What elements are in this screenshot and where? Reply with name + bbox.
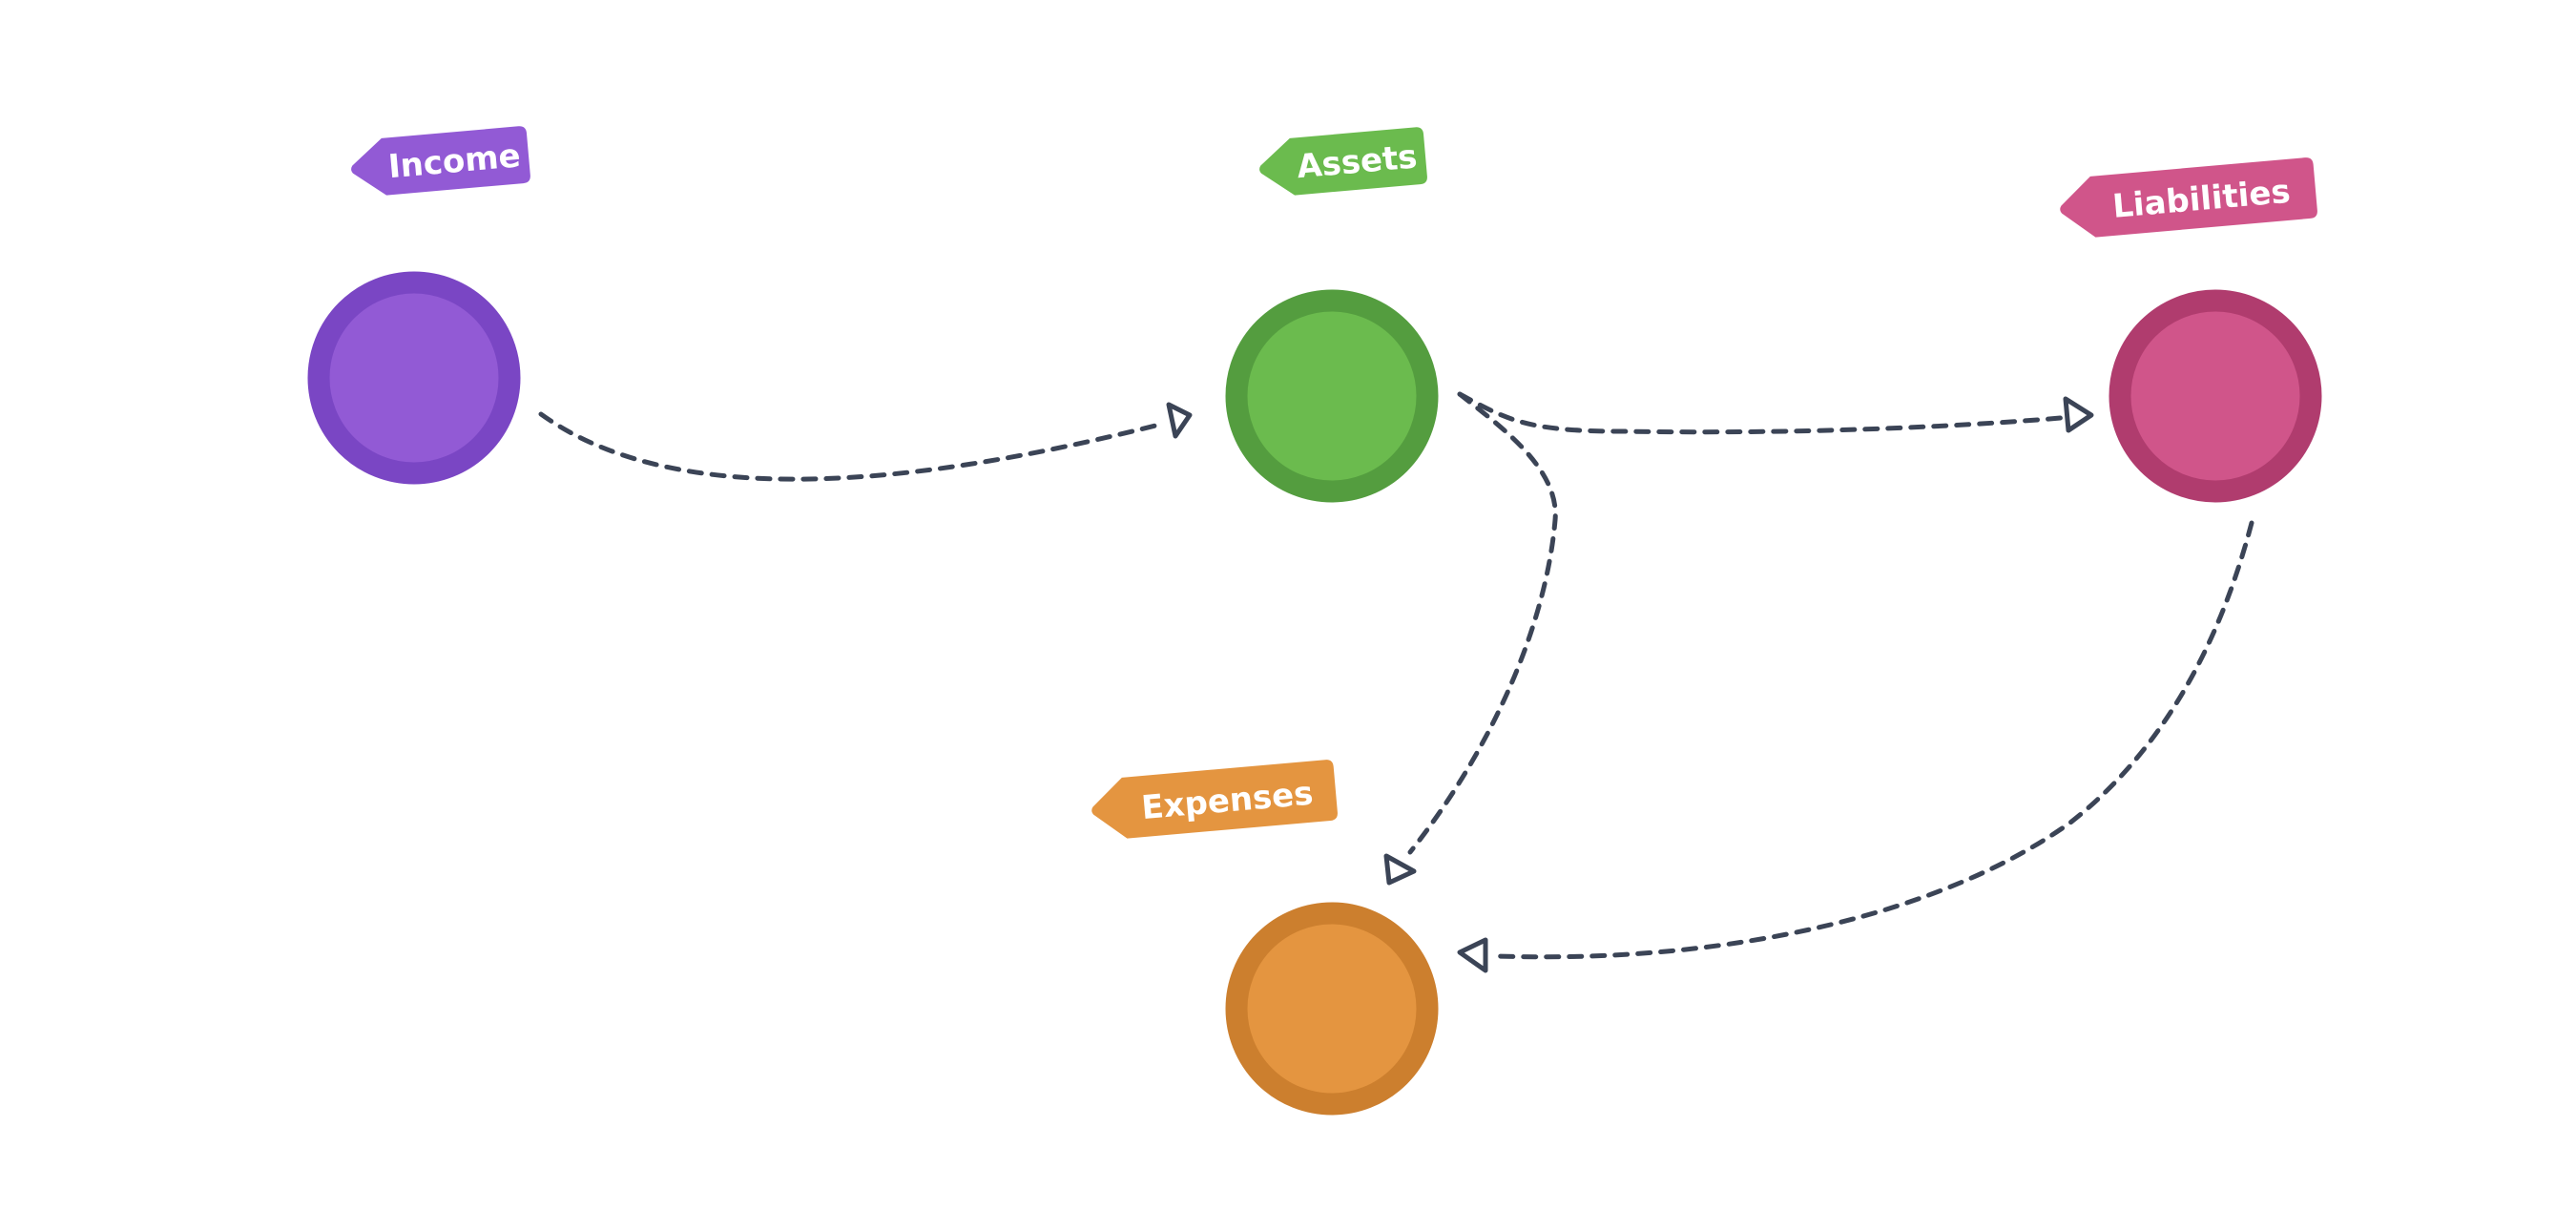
node-income-circle[interactable]: [309, 273, 519, 483]
arrowhead-assets-to-liabilities: [2063, 396, 2094, 433]
node-assets-tag: Assets: [1259, 127, 1427, 196]
edges: [538, 391, 2254, 973]
edge-liabilities-to-expenses[interactable]: [1495, 520, 2254, 960]
node-income[interactable]: Income: [307, 126, 531, 485]
node-assets-ring: [1225, 289, 1439, 503]
tag-income-shape: [351, 126, 530, 196]
edge-assets-to-expenses[interactable]: [1407, 391, 1558, 855]
node-expenses-ring: [1225, 902, 1439, 1116]
node-liabilities[interactable]: Liabilities: [2057, 156, 2322, 503]
arrowhead-income-to-assets: [1166, 402, 1193, 439]
tag-liabilities-shape: [2060, 157, 2317, 238]
tag-expenses-shape: [1091, 760, 1338, 839]
node-income-ring: [307, 271, 521, 485]
tag-assets-shape: [1259, 127, 1427, 196]
node-liabilities-ring: [2109, 289, 2322, 503]
node-liabilities-tag: Liabilities: [2060, 157, 2317, 238]
edge-assets-to-liabilities[interactable]: [1457, 391, 2064, 435]
arrowhead-assets-to-expenses: [1383, 853, 1417, 886]
node-income-tag: Income: [351, 126, 530, 196]
node-assets[interactable]: Assets: [1225, 127, 1439, 503]
node-expenses-circle[interactable]: [1227, 904, 1437, 1114]
edge-income-to-assets[interactable]: [538, 411, 1162, 482]
node-expenses[interactable]: Expenses: [1089, 760, 1439, 1116]
node-assets-circle[interactable]: [1227, 291, 1437, 501]
nodes: Income Assets Liabilities: [307, 126, 2322, 1116]
node-expenses-tag: Expenses: [1091, 760, 1338, 839]
node-liabilities-circle[interactable]: [2110, 291, 2320, 501]
arrowhead-liabilities-to-expenses: [1457, 937, 1488, 973]
